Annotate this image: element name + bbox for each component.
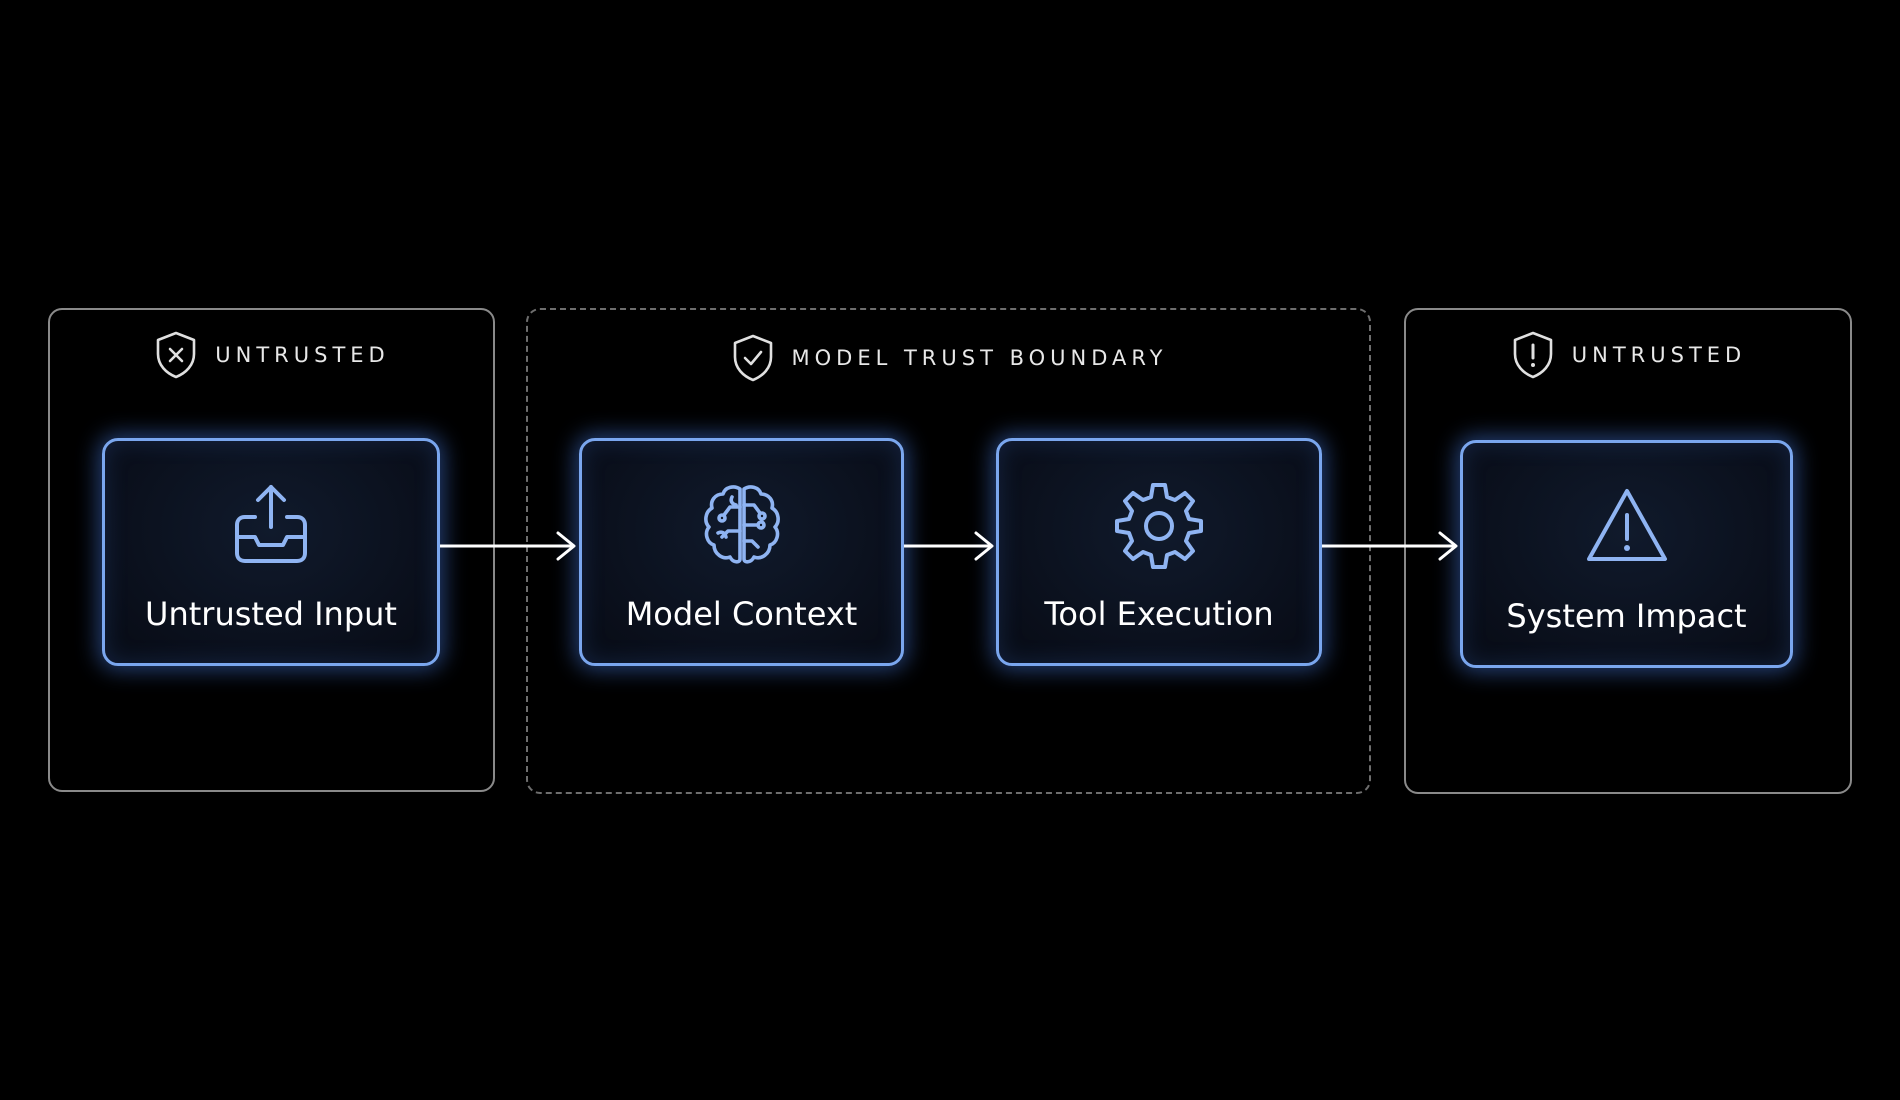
node-label: Tool Execution <box>1044 595 1274 633</box>
node-system-impact: System Impact <box>1460 440 1793 668</box>
zone-label: UNTRUSTED <box>215 343 390 367</box>
zone-header: UNTRUSTED <box>1406 330 1850 380</box>
zone-label: MODEL TRUST BOUNDARY <box>791 346 1168 370</box>
zone-label: UNTRUSTED <box>1571 343 1747 367</box>
brain-icon <box>692 475 792 575</box>
inbox-upload-icon <box>221 475 321 575</box>
warning-triangle-icon <box>1577 477 1677 577</box>
zone-header: MODEL TRUST BOUNDARY <box>528 333 1369 383</box>
arrow-tool-to-impact <box>1322 531 1458 561</box>
shield-x-icon <box>156 331 196 379</box>
node-label: Model Context <box>625 595 858 633</box>
zone-untrusted-impact: UNTRUSTED <box>1404 308 1852 794</box>
arrow-input-to-context <box>440 531 576 561</box>
node-tool-execution: Tool Execution <box>996 438 1322 666</box>
node-model-context: Model Context <box>579 438 904 666</box>
shield-check-icon <box>733 334 772 382</box>
node-untrusted-input: Untrusted Input <box>102 438 440 666</box>
node-label: System Impact <box>1506 597 1747 635</box>
gear-icon <box>1109 475 1209 575</box>
zone-header: UNTRUSTED <box>50 330 493 380</box>
zone-untrusted-input: UNTRUSTED <box>48 308 495 792</box>
arrow-context-to-tool <box>904 531 994 561</box>
zone-model-trust-boundary: MODEL TRUST BOUNDARY <box>526 308 1371 794</box>
shield-alert-icon <box>1513 331 1553 379</box>
node-label: Untrusted Input <box>145 595 397 633</box>
